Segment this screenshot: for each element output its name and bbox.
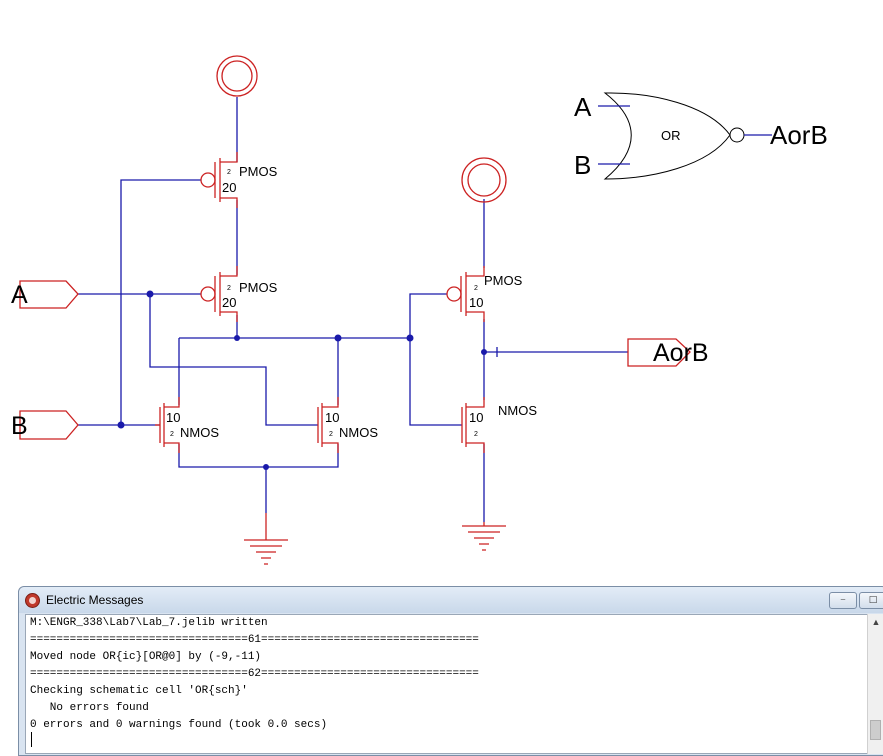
- messages-scrollbar[interactable]: ▲: [867, 614, 883, 754]
- nmos-transistor-right[interactable]: 10 2 NMOS: [317, 397, 378, 453]
- nmos-width: 10: [325, 410, 339, 425]
- message-line: 0 errors and 0 warnings found (took 0.0 …: [30, 719, 328, 731]
- maximize-icon: □: [868, 595, 878, 605]
- input-port-a[interactable]: A: [11, 280, 79, 309]
- junction-dots: [117, 290, 487, 470]
- junction-dot: [263, 464, 269, 470]
- or-gate-input-a: A: [574, 92, 592, 122]
- output-port-label: AorB: [653, 339, 709, 367]
- junction-dot: [146, 290, 154, 298]
- message-line: Moved node OR{ic}[OR@0] by (-9,-11): [30, 651, 262, 663]
- nmos-width: 10: [166, 410, 180, 425]
- pmos-width: 20: [222, 180, 236, 195]
- inverter-nmos-transistor[interactable]: 10 2 NMOS: [461, 397, 537, 453]
- junction-dot: [334, 334, 342, 342]
- pmos-label: PMOS: [239, 280, 278, 295]
- input-port-b[interactable]: B: [11, 410, 79, 440]
- ground-symbol[interactable]: [244, 513, 288, 565]
- pmos-length: 2: [227, 169, 231, 176]
- pmos-label: PMOS: [239, 164, 278, 179]
- electric-app-icon: [25, 592, 40, 608]
- scrollbar-thumb[interactable]: [870, 720, 881, 740]
- nmos-label: NMOS: [339, 425, 378, 440]
- nmos-label: NMOS: [498, 403, 537, 418]
- or-gate-label: OR: [661, 128, 681, 143]
- junction-dot: [117, 421, 125, 429]
- messages-list: M:\ENGR_338\Lab7\Lab_7.jelib written ===…: [30, 615, 479, 734]
- nmos-transistor-left[interactable]: 10 2 NMOS: [155, 397, 219, 453]
- minimize-icon: ⎯: [840, 595, 846, 605]
- pmos-length: 2: [474, 285, 478, 292]
- pmos-transistor-middle[interactable]: PMOS 20 2: [200, 266, 278, 322]
- or-gate-output: AorB: [770, 120, 828, 150]
- message-line: Checking schematic cell 'OR{sch}': [30, 685, 248, 697]
- pmos-transistor-top[interactable]: PMOS 20 2: [200, 152, 278, 208]
- minimize-button[interactable]: ⎯: [829, 592, 857, 609]
- junction-dot: [406, 334, 414, 342]
- vdd-symbol[interactable]: [216, 55, 258, 97]
- input-port-b-label: B: [11, 412, 28, 440]
- nmos-width: 10: [469, 410, 483, 425]
- text-caret: [31, 732, 32, 747]
- junction-dot: [234, 335, 240, 341]
- nmos-length: 2: [474, 431, 478, 438]
- messages-window-title: Electric Messages: [46, 593, 144, 607]
- message-line: No errors found: [30, 702, 149, 714]
- scroll-up-arrow-icon[interactable]: ▲: [871, 617, 881, 627]
- messages-text-area[interactable]: M:\ENGR_338\Lab7\Lab_7.jelib written ===…: [25, 614, 873, 754]
- pmos-length: 2: [227, 285, 231, 292]
- inverter-pmos-transistor[interactable]: PMOS 10 2: [446, 266, 523, 322]
- output-port-aorb[interactable]: AorB: [627, 338, 709, 367]
- messages-title-bar[interactable]: Electric Messages ⎯ □: [19, 587, 883, 613]
- pmos-label: PMOS: [484, 273, 523, 288]
- pmos-width: 10: [469, 295, 483, 310]
- maximize-button[interactable]: □: [859, 592, 883, 609]
- nmos-label: NMOS: [180, 425, 219, 440]
- or-gate-icon[interactable]: OR A B AorB: [574, 92, 828, 180]
- message-line: =================================62=====…: [30, 668, 479, 680]
- messages-window[interactable]: Electric Messages ⎯ □ M:\ENGR_338\Lab7\L…: [18, 586, 883, 756]
- input-port-a-label: A: [11, 281, 28, 309]
- nmos-length: 2: [170, 431, 174, 438]
- or-gate-input-b: B: [574, 150, 591, 180]
- message-line: M:\ENGR_338\Lab7\Lab_7.jelib written: [30, 617, 268, 629]
- wires: [78, 97, 628, 522]
- junction-dot: [481, 349, 487, 355]
- vdd-symbol[interactable]: [461, 157, 507, 203]
- message-line: =================================61=====…: [30, 634, 479, 646]
- pmos-width: 20: [222, 295, 236, 310]
- ground-symbol[interactable]: [462, 522, 506, 551]
- nmos-length: 2: [329, 431, 333, 438]
